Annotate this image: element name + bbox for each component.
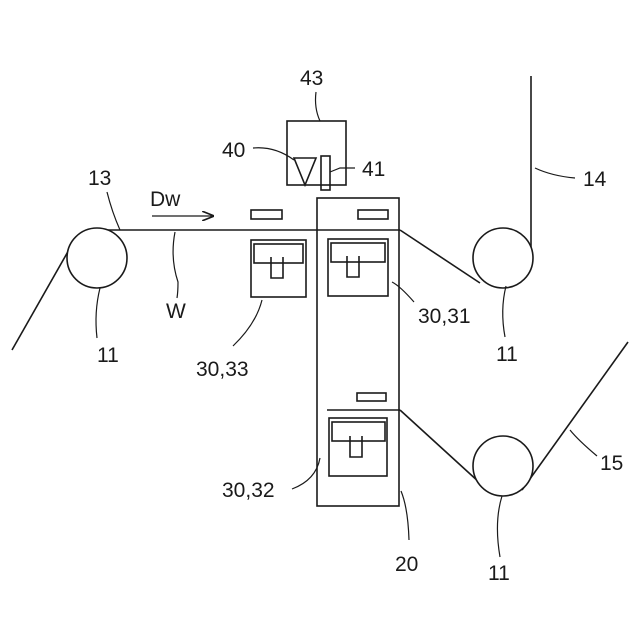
label-30-33: 30,33 xyxy=(196,358,249,381)
label-w: W xyxy=(166,300,186,323)
label-20: 20 xyxy=(395,553,418,576)
head-unit-30-33 xyxy=(251,240,306,297)
web-entry-segment xyxy=(12,248,70,350)
label-11-left: 11 xyxy=(97,344,119,367)
label-11-bottom: 11 xyxy=(488,562,510,585)
label-41: 41 xyxy=(362,158,385,181)
sensor-40-triangle xyxy=(294,158,316,185)
controller-box xyxy=(287,121,346,185)
label-40: 40 xyxy=(222,139,245,162)
web-descending-segment xyxy=(400,230,480,283)
web-lower-descending xyxy=(400,410,480,483)
plate-upper-right xyxy=(358,210,388,219)
roller-right xyxy=(473,228,533,288)
label-dw: Dw xyxy=(150,188,181,211)
head-unit-30-32 xyxy=(329,418,387,476)
label-30-32: 30,32 xyxy=(222,479,275,502)
label-11-right: 11 xyxy=(496,343,518,366)
plate-lower-right xyxy=(357,393,386,401)
plate-left xyxy=(251,210,282,219)
head-unit-30-31 xyxy=(328,239,388,296)
roller-bottom xyxy=(473,436,533,496)
label-15: 15 xyxy=(600,452,623,475)
roller-left xyxy=(67,228,127,288)
label-14: 14 xyxy=(583,168,607,191)
label-30-31: 30,31 xyxy=(418,305,471,328)
label-13: 13 xyxy=(88,167,111,190)
label-43: 43 xyxy=(300,67,323,90)
